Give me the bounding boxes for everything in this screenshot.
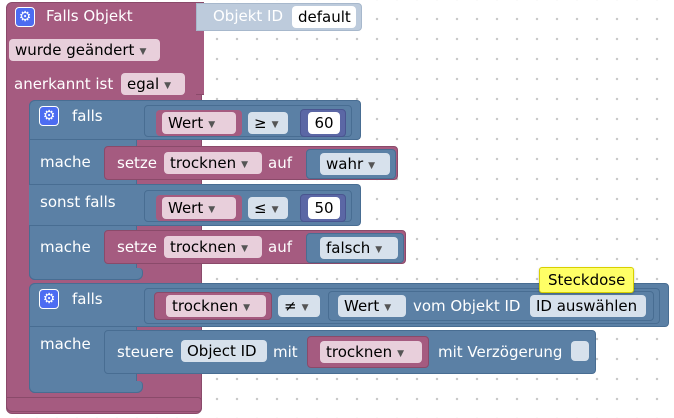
- chevron-down-icon: ▼: [164, 81, 172, 91]
- chevron-down-icon: ▼: [397, 349, 404, 359]
- cond2-number-field[interactable]: 50: [308, 197, 340, 219]
- set-2-var-label: trocknen: [170, 238, 237, 256]
- set-1-value-label: wahr: [326, 155, 364, 173]
- delay-label: mit Verzögerung: [438, 343, 563, 361]
- control-with-label: mit: [273, 343, 298, 361]
- trigger-block-header-ext: [196, 2, 204, 95]
- set-1-var-label: trocknen: [170, 154, 237, 172]
- cond3-state-dropdown[interactable]: Wert ▼: [338, 295, 406, 317]
- chevron-down-icon: ▼: [241, 244, 248, 254]
- chevron-down-icon: ▼: [375, 245, 383, 255]
- chevron-down-icon: ▼: [241, 160, 248, 170]
- set-1-label: setze: [117, 154, 158, 172]
- chevron-down-icon: ▼: [139, 47, 147, 57]
- object-select-field[interactable]: ID auswählen: [530, 295, 646, 317]
- changed-dropdown[interactable]: wurde geändert ▼: [9, 39, 160, 61]
- chevron-down-icon: ▼: [301, 303, 309, 313]
- ack-dropdown[interactable]: egal ▼: [121, 73, 185, 95]
- of-object-label: vom Objekt ID: [413, 297, 521, 315]
- cond3-op-dropdown[interactable]: ≠▼: [278, 295, 320, 317]
- elseif-label: sonst falls: [40, 193, 116, 211]
- set-2-label: setze: [117, 238, 158, 256]
- set-2-value-dropdown[interactable]: falsch ▼: [320, 237, 398, 259]
- do-3-label: mache: [40, 335, 91, 353]
- control-object-id-field[interactable]: Object ID: [181, 340, 267, 362]
- changed-dropdown-label: wurde geändert: [15, 41, 135, 59]
- ack-label: anerkannt ist: [14, 75, 114, 93]
- set-1-to-label: auf: [268, 154, 292, 172]
- chevron-down-icon: ▼: [271, 120, 279, 130]
- ack-dropdown-label: egal: [127, 75, 160, 93]
- if-1-label: falls: [72, 107, 103, 125]
- chevron-down-icon: ▼: [208, 205, 216, 215]
- cond2-op-dropdown[interactable]: ≤▼: [248, 197, 288, 219]
- do-2-label: mache: [40, 238, 91, 256]
- control-var-dropdown[interactable]: trocknen ▼: [320, 341, 422, 363]
- trigger-gear-icon[interactable]: ⚙: [15, 7, 35, 27]
- cond1-var-label: Wert: [168, 114, 204, 132]
- cond3-state-label: Wert: [344, 297, 380, 315]
- chevron-down-icon: ▼: [384, 303, 392, 313]
- set-1-value-dropdown[interactable]: wahr ▼: [320, 153, 390, 175]
- object-name-tooltip: Steckdose: [539, 267, 635, 293]
- delay-checkbox[interactable]: [571, 341, 589, 361]
- cond2-var-label: Wert: [168, 199, 204, 217]
- cond2-var-dropdown[interactable]: Wert ▼: [162, 197, 236, 219]
- set-2-value-label: falsch: [326, 239, 371, 257]
- cond2-op-label: ≤: [254, 199, 267, 217]
- chevron-down-icon: ▼: [208, 120, 216, 130]
- chevron-down-icon: ▼: [243, 303, 250, 313]
- chevron-down-icon: ▼: [271, 205, 279, 215]
- trigger-block-footer: [6, 397, 202, 412]
- if-block-2-footer: [29, 381, 143, 393]
- if-2-label: falls: [72, 290, 103, 308]
- if-block-1-footer: [29, 268, 143, 280]
- cond1-op-label: ≥: [254, 114, 267, 132]
- cond3-op-label: ≠: [284, 297, 297, 315]
- cond1-var-dropdown[interactable]: Wert ▼: [162, 112, 236, 134]
- cond1-op-dropdown[interactable]: ≥▼: [248, 112, 288, 134]
- trigger-title: Falls Objekt: [46, 7, 133, 25]
- control-var-label: trocknen: [326, 343, 393, 361]
- cond3-var-dropdown[interactable]: trocknen ▼: [166, 295, 266, 317]
- cond3-var-label: trocknen: [172, 297, 239, 315]
- set-1-var-dropdown[interactable]: trocknen ▼: [164, 152, 262, 174]
- if-2-gear-icon[interactable]: ⚙: [39, 289, 59, 309]
- do-1-label: mache: [40, 153, 91, 171]
- if-1-gear-icon[interactable]: ⚙: [39, 106, 59, 126]
- control-label: steuere: [117, 343, 174, 361]
- set-2-to-label: auf: [268, 238, 292, 256]
- object-id-label: Objekt ID: [213, 7, 284, 25]
- object-id-value[interactable]: default: [292, 6, 356, 28]
- set-2-var-dropdown[interactable]: trocknen ▼: [164, 236, 262, 258]
- chevron-down-icon: ▼: [368, 161, 376, 171]
- cond1-number-field[interactable]: 60: [308, 112, 340, 134]
